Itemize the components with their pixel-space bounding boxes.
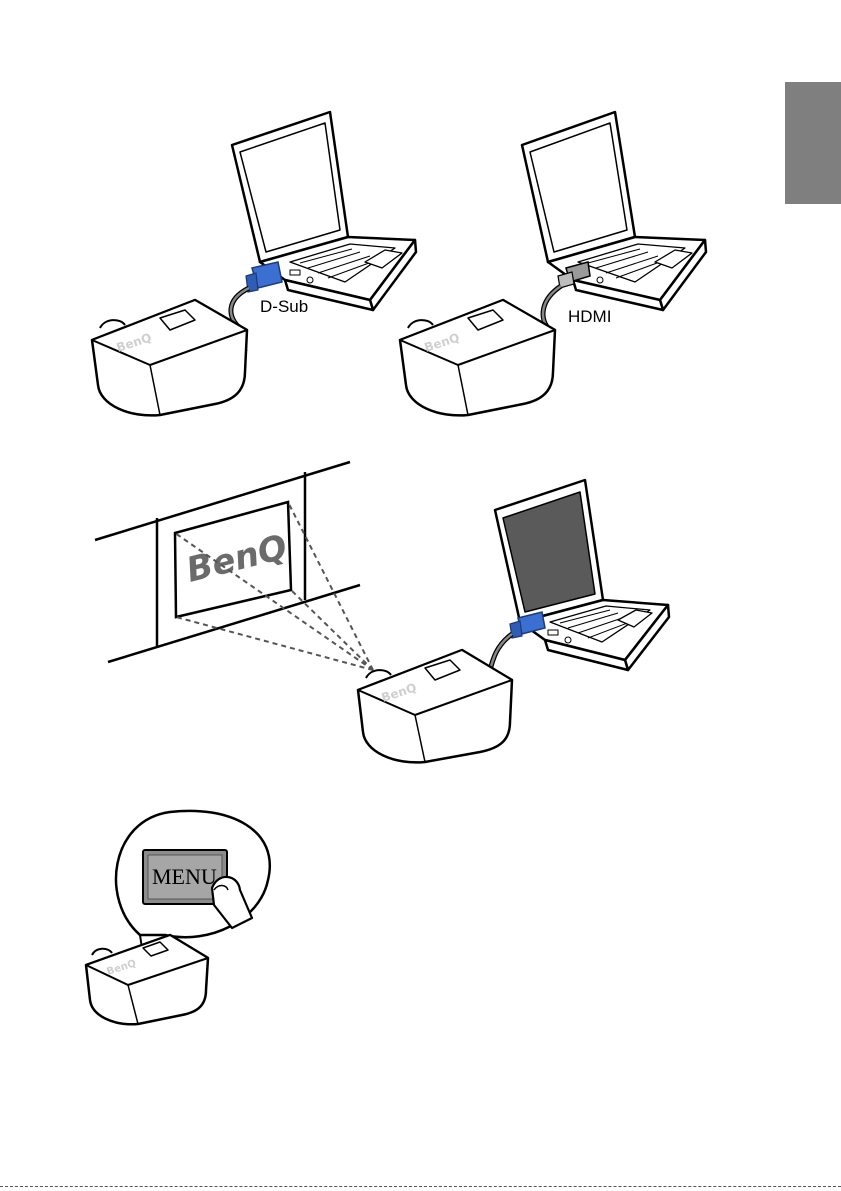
vga-connector-dsub: [246, 262, 282, 292]
projector-menu: [86, 935, 208, 1024]
projector-hdmi: [400, 300, 555, 415]
hdmi-label: HDMI: [568, 307, 611, 326]
laptop-projection: [495, 480, 669, 670]
laptop-hdmi: [522, 112, 706, 310]
projector-dsub: [92, 300, 247, 415]
dsub-label: D-Sub: [260, 297, 308, 316]
page-bottom-rule: [0, 1186, 841, 1187]
projector-projection: [358, 650, 512, 762]
menu-button-label: MENU: [152, 864, 217, 889]
